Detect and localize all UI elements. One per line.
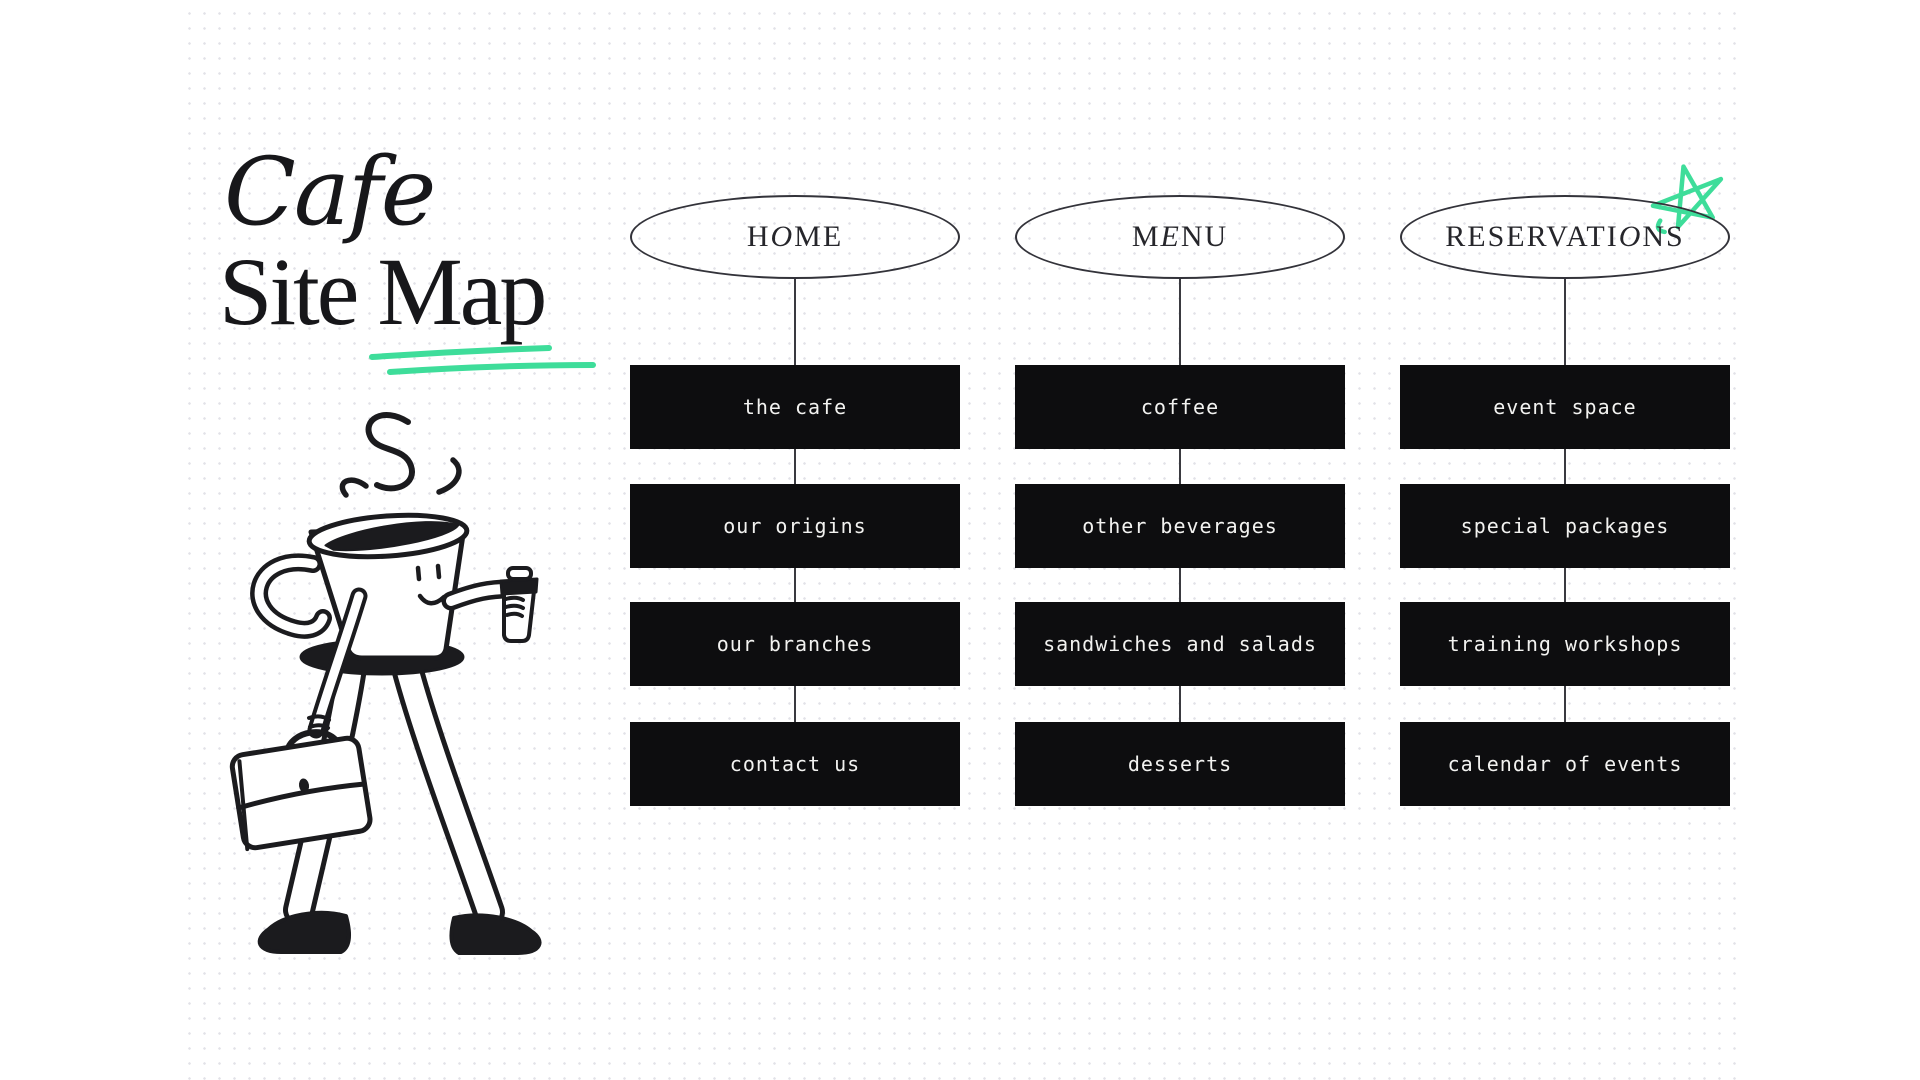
coffee-cup-character-illustration [229,412,542,955]
sitemap-node: event space [1400,365,1730,449]
header-label: RESERVATIONS [1445,220,1685,253]
sitemap-header-home: HOME [630,195,960,279]
sitemap-node: training workshops [1400,602,1730,686]
sitemap-node: calendar of events [1400,722,1730,806]
sitemap-node: contact us [630,722,960,806]
page-title-line2: Site Map [219,238,547,345]
sitemap-node: special packages [1400,484,1730,568]
sitemap-node: other beverages [1015,484,1345,568]
sitemap-node: desserts [1015,722,1345,806]
header-label: MENU [1131,220,1229,253]
sitemap-header-menu: MENU [1015,195,1345,279]
page-title-line1: Cafe [224,138,436,247]
sitemap-node: coffee [1015,365,1345,449]
header-label: HOME [746,220,844,253]
sitemap-node: the cafe [630,365,960,449]
sitemap-node: sandwiches and salads [1015,602,1345,686]
underline-doodle [369,345,596,375]
sitemap-node: our branches [630,602,960,686]
sitemap-node: our origins [630,484,960,568]
sitemap-header-reservations: RESERVATIONS [1400,195,1730,279]
